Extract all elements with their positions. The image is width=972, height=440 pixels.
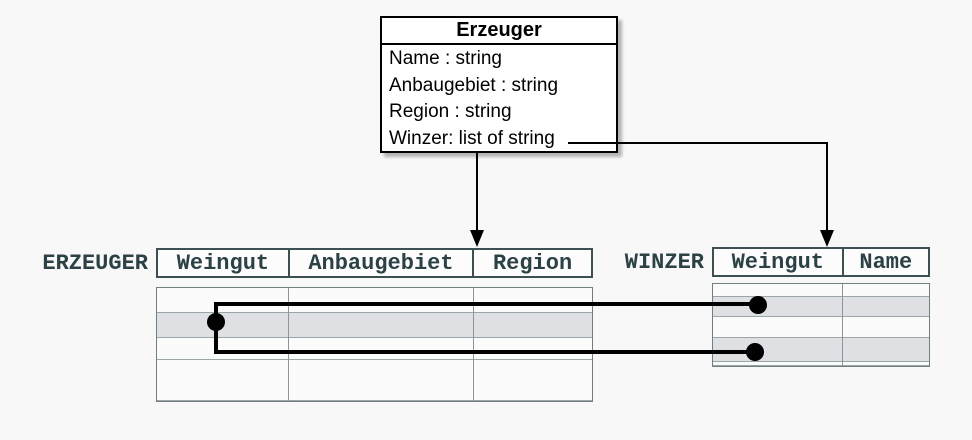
table-label-erzeuger: ERZEUGER [42, 250, 148, 276]
table-row [713, 362, 929, 366]
column-header-name: Name [841, 249, 928, 275]
table-body-erzeuger [156, 287, 593, 402]
table-body-winzer [712, 283, 930, 367]
column-header-weingut: Weingut [731, 249, 824, 275]
table-label-winzer: WINZER [624, 249, 704, 275]
winzer-attr-to-winzer-line [568, 142, 828, 232]
table-header-erzeuger: Weingut Anbaugebiet Region [156, 248, 593, 278]
table-row [713, 284, 929, 297]
column-divider [842, 284, 843, 366]
table-header-winzer: Weingut Name [712, 247, 930, 277]
table-row [157, 288, 592, 313]
uml-class-box-erzeuger: Erzeuger Name : string Anbaugebiet : str… [380, 16, 618, 153]
table-row-highlighted [713, 297, 929, 317]
arrow-down-icon [820, 230, 834, 247]
arrow-down-icon [470, 230, 484, 247]
column-header-weingut: Weingut [176, 250, 270, 276]
class-attribute-name: Name : string [389, 48, 502, 69]
class-attribute-list: Name : string Anbaugebiet : string Regio… [382, 45, 616, 152]
class-attribute-anbaugebiet: Anbaugebiet : string [389, 74, 559, 96]
class-attribute-winzer: Winzer: list of string [389, 127, 555, 149]
table-row [157, 360, 592, 401]
table-row-highlighted [713, 338, 929, 362]
column-divider [288, 288, 289, 401]
column-divider [473, 288, 474, 401]
class-title: Erzeuger [382, 18, 616, 45]
class-attribute-region: Region : string [389, 101, 512, 122]
table-row [157, 338, 592, 360]
table-row-highlighted [157, 313, 592, 338]
column-header-anbaugebiet: Anbaugebiet [287, 250, 472, 276]
column-header-region: Region [472, 250, 591, 276]
table-row [713, 317, 929, 338]
